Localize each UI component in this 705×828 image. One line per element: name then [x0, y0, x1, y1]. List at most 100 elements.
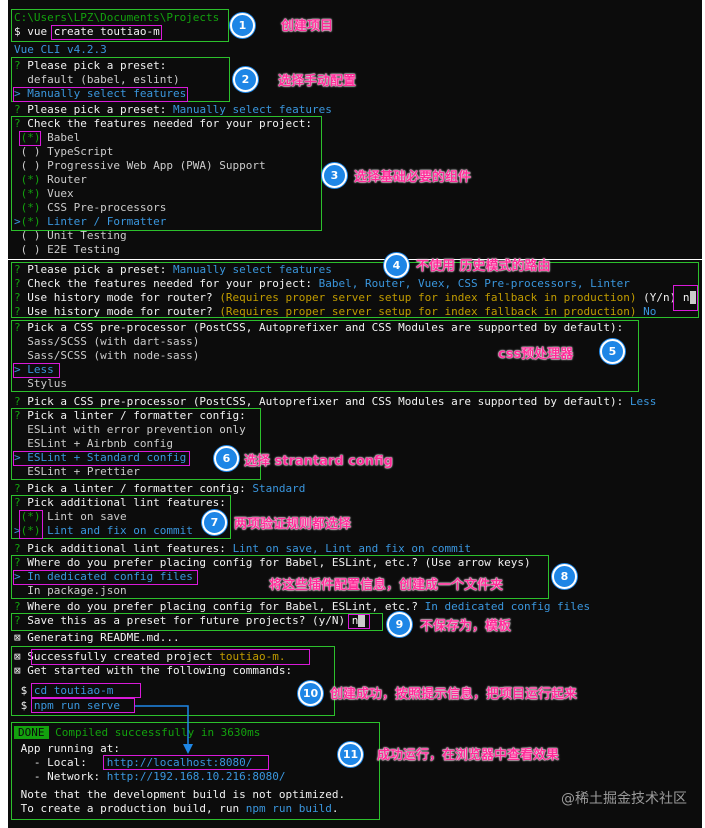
lint-feature-on-save[interactable]: (*) Lint on save — [14, 510, 127, 524]
selection-arrow: > — [14, 451, 28, 464]
question-mark: ? — [14, 542, 28, 555]
step-badge-6: 6 — [214, 446, 239, 471]
config-location-question-text: Where do you prefer placing config for B… — [27, 556, 531, 569]
feature-router[interactable]: (*) Router — [14, 173, 87, 187]
shell-prompt: $ — [14, 699, 34, 712]
lint-answer-label: Pick a linter / formatter config: — [27, 482, 253, 495]
preset-answer-label: Please pick a preset: — [27, 263, 173, 276]
feature-linter[interactable]: >(*) Linter / Formatter — [14, 215, 166, 229]
annotation-8: 将这些插件配置信息，创建成一个文件夹 — [269, 578, 504, 593]
local-url-link[interactable]: http://localhost:8080/ — [106, 756, 253, 769]
preset-option-default[interactable]: default (babel, eslint) — [14, 73, 180, 86]
css-option-dart-sass[interactable]: Sass/SCSS (with dart-sass) — [14, 335, 200, 348]
step-badge-2: 2 — [233, 67, 258, 92]
css-option-less[interactable]: > Less — [14, 363, 54, 377]
feature-vuex[interactable]: (*) Vuex — [14, 187, 74, 201]
highlight-standard — [13, 451, 190, 466]
lint-features-question: ? Pick additional lint features: — [14, 496, 226, 510]
lint-option-prettier[interactable]: ESLint + Prettier — [14, 465, 140, 478]
highlight-create-cmd — [51, 25, 162, 40]
vue-cli-version: Vue CLI v4.2.3 — [14, 43, 107, 56]
feature-typescript[interactable]: ( ) TypeScript — [14, 145, 114, 158]
project-name: toutiao-m. — [219, 650, 286, 663]
highlight-babel-mark — [19, 131, 41, 146]
highlight-local-url — [103, 755, 269, 770]
history-answer-value: No — [636, 305, 657, 318]
annotation-4: 不使用 历史模式的路由 — [416, 259, 551, 274]
preset-answer-label: Please pick a preset: — [27, 103, 173, 116]
preset-option-manual-label: Manually select features — [27, 87, 187, 100]
cd-command[interactable]: cd toutiao-m — [33, 684, 114, 697]
history-warning: (Requires proper server setup for index … — [219, 291, 637, 304]
features-answer: ? Check the features needed for your pro… — [14, 277, 630, 291]
feature-css-preprocessors[interactable]: (*) CSS Pre-processors — [14, 201, 167, 215]
save-preset-input[interactable]: n — [351, 614, 359, 627]
feature-pwa[interactable]: ( ) Progressive Web App (PWA) Support — [14, 159, 266, 172]
preset-answer-2: ? Please pick a preset: Manually select … — [14, 263, 332, 277]
cmd-cd: $ cd toutiao-m — [14, 684, 114, 698]
annotation-7: 两项验证规则都选择 — [234, 517, 352, 532]
lint-answer-value: Standard — [252, 482, 306, 495]
lint-features-question-text: Pick additional lint features: — [27, 496, 226, 509]
step-box-9 — [11, 613, 383, 631]
lint-option-error-prevention[interactable]: ESLint with error prevention only — [14, 423, 246, 436]
create-command: create toutiao-m — [53, 25, 160, 38]
highlight-success — [31, 649, 310, 665]
preset-question-text: Please pick a preset: — [27, 59, 167, 72]
selection-arrow: > — [14, 524, 21, 537]
cmd-serve: $ npm run serve — [14, 699, 120, 713]
css-option-stylus[interactable]: Stylus — [14, 377, 67, 390]
features-answer-label: Check the features needed for your proje… — [27, 277, 319, 290]
lint-feature-label: Lint on save — [40, 510, 127, 523]
config-option-package-json[interactable]: In package.json — [14, 584, 127, 597]
shell-prompt: $ vue — [14, 25, 54, 38]
path-line: C:\Users\LPZ\Documents\Projects — [14, 11, 220, 24]
prod-build-note-period: . — [331, 802, 339, 815]
history-mode-answer: ? Use history mode for router? (Requires… — [14, 305, 656, 319]
checkbox-checked: (*) — [20, 215, 41, 228]
question-mark: ? — [14, 321, 28, 334]
config-option-dedicated[interactable]: > In dedicated config files — [14, 570, 193, 584]
checkbox-checked: (*) — [20, 510, 41, 523]
done-badge: DONE — [14, 726, 49, 739]
network-url-link[interactable]: http://192.168.10.216:8080/ — [106, 770, 286, 783]
question-mark: ? — [14, 263, 28, 276]
feature-e2e-testing[interactable]: ( ) E2E Testing — [14, 243, 120, 256]
feature-unit-testing[interactable]: ( ) Unit Testing — [14, 229, 127, 242]
highlight-lint-marks — [19, 510, 43, 539]
feature-label: Linter / Formatter — [40, 215, 167, 228]
highlight-history-input — [673, 285, 698, 311]
lint-option-airbnb[interactable]: ESLint + Airbnb config — [14, 437, 173, 450]
lint-feature-label: Lint and fix on commit — [40, 524, 193, 537]
config-option-dedicated-label: In dedicated config files — [27, 570, 193, 583]
lint-features-answer-value: Lint on save, Lint and fix on commit — [232, 542, 471, 555]
get-started-text: Get started with the following commands: — [27, 664, 293, 677]
highlight-serve — [31, 698, 135, 713]
step-box-1 — [11, 9, 229, 42]
selection-arrow: > — [14, 215, 21, 228]
get-started-line: ⊠ Get started with the following command… — [14, 664, 292, 678]
selection-arrow: > — [14, 363, 28, 376]
command-line: $ vue create toutiao-m — [14, 25, 160, 39]
checkbox-checked: (*) — [20, 524, 41, 537]
step-badge-1: 1 — [230, 13, 255, 38]
annotation-3: 选择基础必要的组件 — [354, 170, 472, 185]
css-answer-label: Pick a CSS pre-processor (PostCSS, Autop… — [27, 395, 630, 408]
preset-option-manual[interactable]: > Manually select features — [14, 87, 186, 101]
question-mark: ? — [14, 482, 28, 495]
step-badge-3: 3 — [322, 163, 347, 188]
serve-command[interactable]: npm run serve — [33, 699, 120, 712]
history-input[interactable]: n — [682, 291, 690, 304]
build-command: npm run build — [245, 802, 332, 815]
watermark: @稀土掘金技术社区 — [561, 791, 687, 807]
step-badge-8: 8 — [552, 564, 577, 589]
section-separator — [8, 259, 702, 260]
checkbox-checked: (*) — [20, 173, 41, 186]
lint-feature-on-commit[interactable]: >(*) Lint and fix on commit — [14, 524, 193, 538]
lint-option-standard[interactable]: > ESLint + Standard config — [14, 451, 186, 465]
lint-question-text: Pick a linter / formatter config: — [27, 409, 246, 422]
history-question-text: Use history mode for router? — [27, 291, 220, 304]
css-option-node-sass[interactable]: Sass/SCSS (with node-sass) — [14, 349, 200, 362]
feature-babel[interactable]: (*) Babel — [14, 131, 81, 145]
css-option-less-label: Less — [27, 363, 54, 376]
